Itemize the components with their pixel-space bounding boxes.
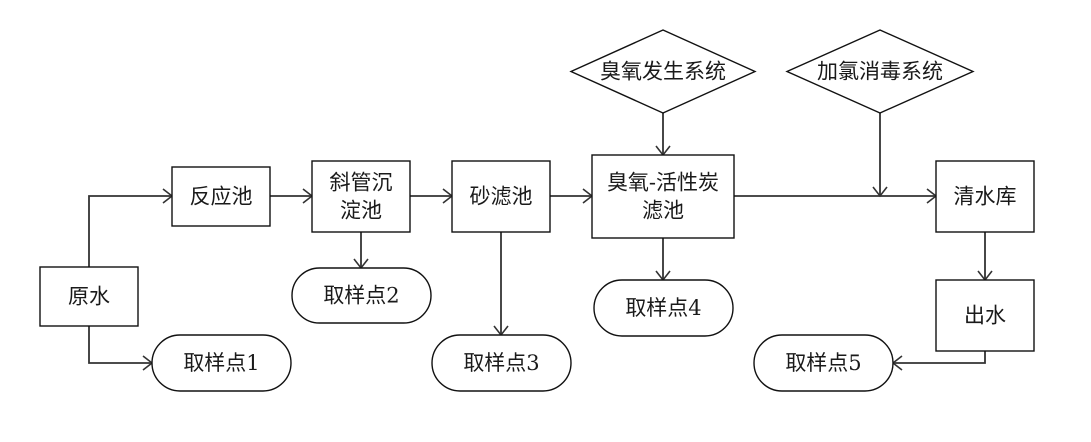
raw-water-box — [39, 266, 139, 327]
ozone-bac-filter-label: 臭氧-活性炭 — [607, 171, 719, 195]
edge-sand-filter-to-ozone-bac-filter — [550, 188, 594, 204]
connector-line — [88, 195, 172, 267]
edge-sand-filter-to-sampling-point-3 — [493, 232, 509, 337]
edge-chlorination-system-to-clear-water-reservoir — [872, 113, 888, 198]
sampling-point-5-node: 取样点5 — [753, 334, 894, 392]
chlorination-system-node: 加氯消毒系统 — [785, 29, 975, 114]
sampling-point-5-terminator — [753, 334, 894, 392]
edge-effluent-to-sampling-point-5 — [891, 351, 986, 371]
ozone-generation-system-node: 臭氧发生系统 — [569, 29, 757, 114]
edge-inclined-tube-sedimentation-to-sand-filter — [410, 188, 454, 204]
sampling-point-4-label: 取样点4 — [625, 296, 701, 320]
ozone-bac-filter-label: 滤池 — [642, 199, 684, 223]
edge-reaction-tank-to-inclined-tube-sedimentation — [270, 188, 314, 204]
effluent-label: 出水 — [964, 304, 1006, 328]
chlorination-system-label: 加氯消毒系统 — [817, 60, 943, 84]
edge-raw-water-to-reaction-tank — [88, 188, 174, 267]
edge-raw-water-to-sampling-point-1 — [88, 326, 154, 371]
sand-filter-node: 砂滤池 — [451, 160, 551, 233]
reaction-tank-label: 反应池 — [190, 185, 253, 209]
sampling-point-1-node: 取样点1 — [151, 334, 292, 392]
reaction-tank-node: 反应池 — [171, 166, 271, 227]
sampling-point-5-label: 取样点5 — [785, 351, 861, 375]
edge-ozone-bac-filter-to-sampling-point-4 — [655, 238, 671, 282]
sampling-point-3-node: 取样点3 — [431, 334, 572, 392]
arrowhead-icon — [872, 186, 888, 198]
edge-inclined-tube-sedimentation-to-sampling-point-2 — [353, 232, 369, 270]
sampling-point-1-terminator — [151, 334, 292, 392]
effluent-node: 出水 — [935, 279, 1035, 352]
sampling-point-1-label: 取样点1 — [183, 351, 259, 375]
sand-filter-box — [451, 160, 551, 233]
ozone-generation-system-diamond — [569, 29, 757, 114]
raw-water-node: 原水 — [39, 266, 139, 327]
ozone-generation-system-label: 臭氧发生系统 — [600, 60, 726, 84]
connectors — [88, 113, 993, 371]
edge-ozone-bac-filter-to-clear-water-reservoir — [734, 188, 938, 204]
effluent-box — [935, 279, 1035, 352]
clear-water-reservoir-label: 清水库 — [954, 185, 1017, 209]
clear-water-reservoir-node: 清水库 — [935, 160, 1035, 233]
chlorination-system-diamond — [785, 29, 975, 114]
edge-clear-water-reservoir-to-effluent — [977, 232, 993, 282]
sampling-point-3-terminator — [431, 334, 572, 392]
sampling-point-2-label: 取样点2 — [323, 284, 399, 308]
inclined-tube-sedimentation-label: 淀池 — [340, 199, 382, 223]
inclined-tube-sedimentation-box — [311, 160, 411, 233]
sampling-point-4-terminator — [593, 279, 734, 337]
sampling-point-3-label: 取样点3 — [463, 351, 539, 375]
sand-filter-label: 砂滤池 — [470, 185, 533, 209]
sampling-point-2-node: 取样点2 — [291, 267, 432, 324]
reaction-tank-box — [171, 166, 271, 227]
sampling-point-2-terminator — [291, 267, 432, 324]
connector-line — [893, 351, 986, 364]
raw-water-label: 原水 — [68, 285, 110, 309]
connector-line — [88, 326, 152, 364]
edge-ozone-generation-system-to-ozone-bac-filter — [655, 113, 671, 157]
sampling-point-4-node: 取样点4 — [593, 279, 734, 337]
clear-water-reservoir-box — [935, 160, 1035, 233]
ozone-bac-filter-box — [591, 154, 735, 239]
inclined-tube-sedimentation-label: 斜管沉 — [330, 171, 393, 195]
